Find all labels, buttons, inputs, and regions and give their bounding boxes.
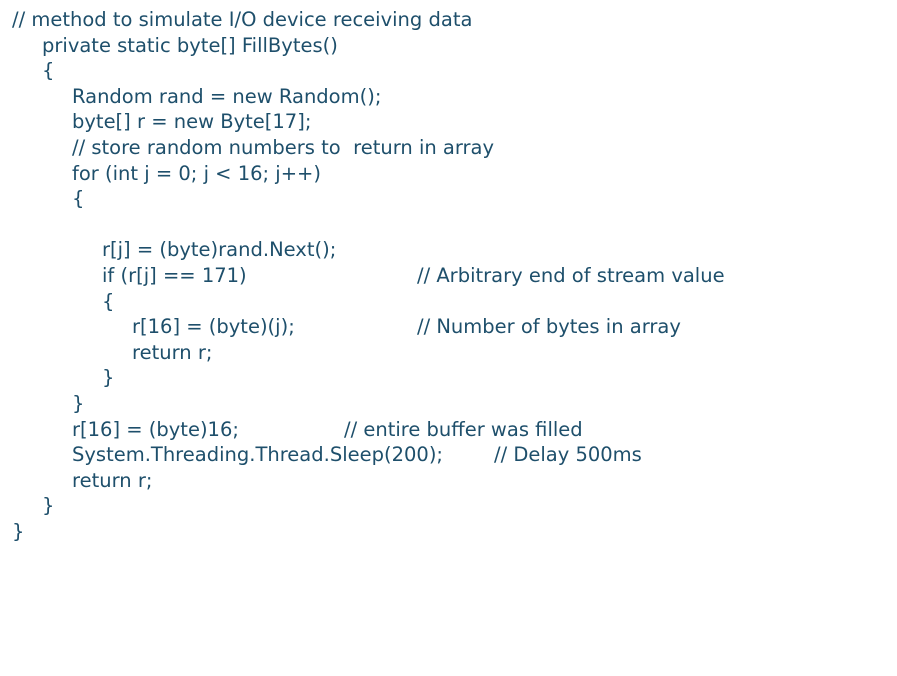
code-listing: // method to simulate I/O device receivi… <box>0 7 725 545</box>
method-signature: private static byte[] FillBytes() <box>42 33 338 57</box>
code-line-11: if (r[j] == 171) // Arbitrary end of str… <box>0 263 725 289</box>
open-brace: { <box>42 59 55 83</box>
open-brace: { <box>102 289 115 313</box>
code-line-5: byte[] r = new Byte[17]; <box>0 109 311 135</box>
code-line-16: } <box>0 391 84 417</box>
inline-comment: // Arbitrary end of stream value <box>417 263 725 287</box>
code-line-17: r[16] = (byte)16; // entire buffer was f… <box>0 417 583 443</box>
return-statement: return r; <box>132 340 213 364</box>
code-statement: Random rand = new Random(); <box>72 84 382 108</box>
code-line-8: { <box>0 186 84 212</box>
code-statement: r[16] = (byte)16; <box>72 417 239 441</box>
code-line-6: // store random numbers to return in arr… <box>0 135 494 161</box>
if-statement: if (r[j] == 171) <box>102 263 247 287</box>
close-brace: } <box>12 519 25 543</box>
code-line-20: } <box>0 493 54 519</box>
code-comment: // store random numbers to return in arr… <box>72 135 495 159</box>
code-line-19: return r; <box>0 468 152 494</box>
code-line-10: r[j] = (byte)rand.Next(); <box>0 237 336 263</box>
code-line-18: System.Threading.Thread.Sleep(200); // D… <box>0 442 642 468</box>
close-brace: } <box>72 391 85 415</box>
code-line-13: r[16] = (byte)(j); // Number of bytes in… <box>0 314 681 340</box>
open-brace: { <box>72 187 85 211</box>
for-loop: for (int j = 0; j < 16; j++) <box>72 161 322 185</box>
code-line-21: } <box>0 519 25 545</box>
inline-comment: // Delay 500ms <box>494 443 642 467</box>
close-brace: } <box>42 494 55 518</box>
code-line-1: // method to simulate I/O device receivi… <box>0 7 472 33</box>
code-statement: byte[] r = new Byte[17]; <box>72 110 312 134</box>
inline-comment: // entire buffer was filled <box>344 417 583 441</box>
code-line-3: { <box>0 58 54 84</box>
return-statement: return r; <box>72 468 153 492</box>
close-brace: } <box>102 366 115 390</box>
code-statement: r[16] = (byte)(j); <box>132 315 295 339</box>
code-line-2: private static byte[] FillBytes() <box>0 33 338 59</box>
code-comment: // method to simulate I/O device receivi… <box>12 8 473 31</box>
code-line-15: } <box>0 365 114 391</box>
code-line-4: Random rand = new Random(); <box>0 84 381 110</box>
code-line-12: { <box>0 289 114 315</box>
inline-comment: // Number of bytes in array <box>417 315 681 339</box>
code-line-14: return r; <box>0 340 212 366</box>
code-statement: r[j] = (byte)rand.Next(); <box>102 238 337 262</box>
code-line-7: for (int j = 0; j < 16; j++) <box>0 161 321 187</box>
code-line-9 <box>0 212 25 238</box>
code-statement: System.Threading.Thread.Sleep(200); <box>72 443 444 467</box>
